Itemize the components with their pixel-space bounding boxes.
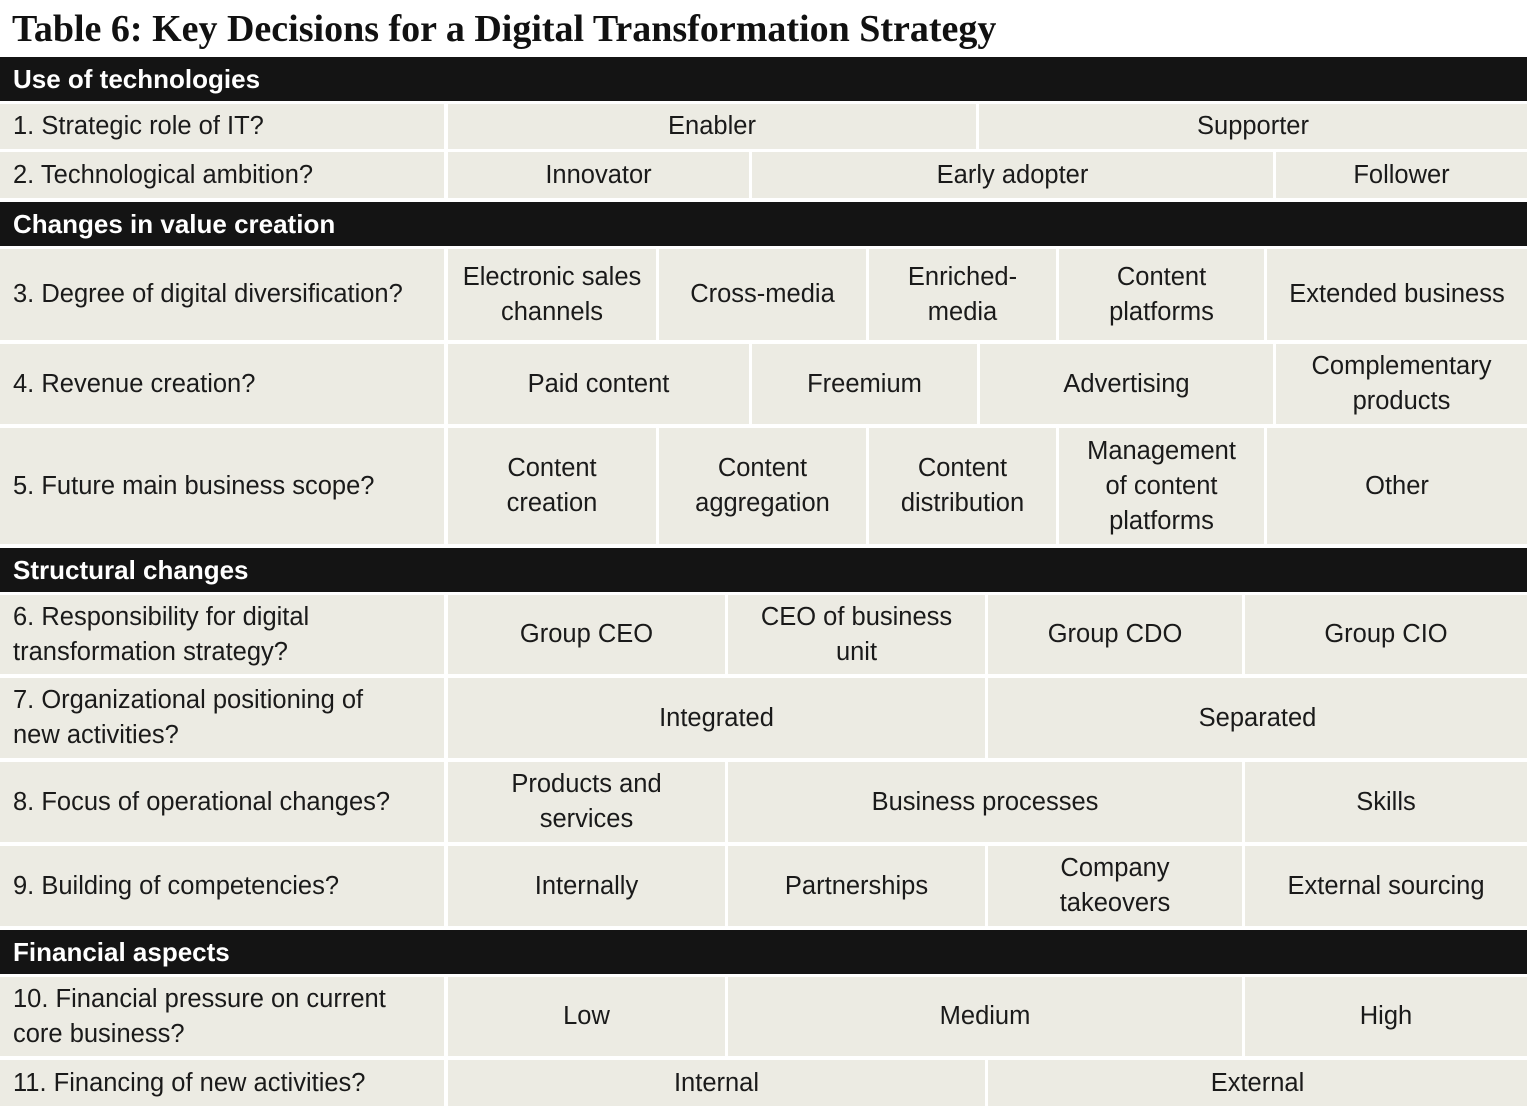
question-cell: 11. Financing of new activities? xyxy=(0,1060,444,1106)
table-row: 8. Focus of operational changes?Products… xyxy=(0,762,1527,842)
option-cell: Group CDO xyxy=(988,595,1242,674)
option-cell: Freemium xyxy=(752,344,977,424)
option-cell: Paid content xyxy=(448,344,749,424)
question-cell: 1. Strategic role of IT? xyxy=(0,104,444,149)
option-cell: Group CEO xyxy=(448,595,725,674)
question-cell: 4. Revenue creation? xyxy=(0,344,444,424)
option-cell: Medium xyxy=(728,977,1242,1056)
question-cell: 8. Focus of operational changes? xyxy=(0,762,444,842)
option-cell: Partnerships xyxy=(728,846,985,926)
option-cell: Content distribution xyxy=(869,428,1056,544)
table-row: 6. Responsibility for digital transforma… xyxy=(0,595,1527,674)
option-cell: Products and services xyxy=(448,762,725,842)
option-cell: Company takeovers xyxy=(988,846,1242,926)
option-cell: Separated xyxy=(988,678,1527,758)
option-cell: Business processes xyxy=(728,762,1242,842)
question-cell: 7. Organizational positioning of new act… xyxy=(0,678,444,758)
section-header-structural-changes: Structural changes xyxy=(0,548,1527,592)
question-cell: 2. Technological ambition? xyxy=(0,152,444,198)
option-cell: Group CIO xyxy=(1245,595,1527,674)
option-cell: Follower xyxy=(1276,152,1527,198)
table-title: Table 6: Key Decisions for a Digital Tra… xyxy=(12,8,997,50)
option-cell: Advertising xyxy=(980,344,1273,424)
option-cell: Skills xyxy=(1245,762,1527,842)
option-cell: CEO of business unit xyxy=(728,595,985,674)
option-cell: External sourcing xyxy=(1245,846,1527,926)
section-header-financial-aspects: Financial aspects xyxy=(0,930,1527,974)
option-cell: Innovator xyxy=(448,152,749,198)
option-cell: Low xyxy=(448,977,725,1056)
option-cell: External xyxy=(988,1060,1527,1106)
option-cell: High xyxy=(1245,977,1527,1056)
question-cell: 5. Future main business scope? xyxy=(0,428,444,544)
option-cell: Complementary products xyxy=(1276,344,1527,424)
table-row: 3. Degree of digital diversification?Ele… xyxy=(0,249,1527,340)
option-cell: Enriched- media xyxy=(869,249,1056,340)
option-cell: Content creation xyxy=(448,428,656,544)
option-cell: Enabler xyxy=(448,104,976,149)
option-cell: Integrated xyxy=(448,678,985,758)
option-cell: Cross-media xyxy=(659,249,866,340)
option-cell: Content platforms xyxy=(1059,249,1264,340)
question-cell: 3. Degree of digital diversification? xyxy=(0,249,444,340)
section-header-use-of-technologies: Use of technologies xyxy=(0,57,1527,101)
section-header-changes-in-value-creation: Changes in value creation xyxy=(0,202,1527,246)
option-cell: Management of content platforms xyxy=(1059,428,1264,544)
table-row: 10. Financial pressure on current core b… xyxy=(0,977,1527,1056)
option-cell: Electronic sales channels xyxy=(448,249,656,340)
question-cell: 9. Building of competencies? xyxy=(0,846,444,926)
option-cell: Other xyxy=(1267,428,1527,544)
question-cell: 6. Responsibility for digital transforma… xyxy=(0,595,444,674)
option-cell: Internal xyxy=(448,1060,985,1106)
table-row: 5. Future main business scope?Content cr… xyxy=(0,428,1527,544)
option-cell: Extended business xyxy=(1267,249,1527,340)
option-cell: Early adopter xyxy=(752,152,1273,198)
table-row: 7. Organizational positioning of new act… xyxy=(0,678,1527,758)
option-cell: Internally xyxy=(448,846,725,926)
question-cell: 10. Financial pressure on current core b… xyxy=(0,977,444,1056)
option-cell: Supporter xyxy=(979,104,1527,149)
table-row: 11. Financing of new activities?Internal… xyxy=(0,1060,1527,1106)
option-cell: Content aggregation xyxy=(659,428,866,544)
